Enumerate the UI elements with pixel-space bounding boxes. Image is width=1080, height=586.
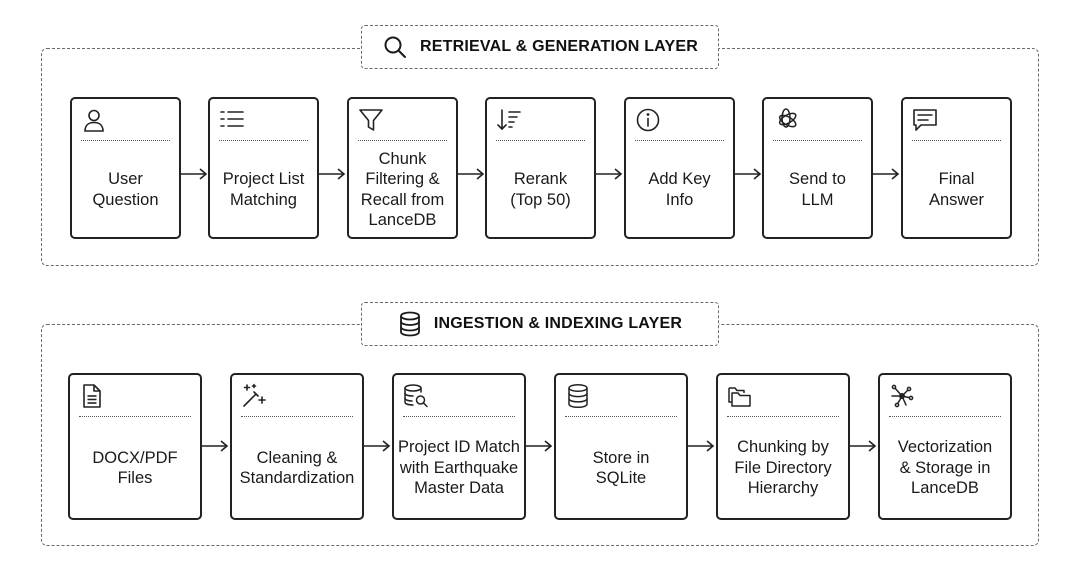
step-store-in-sqlite: Store in SQLite bbox=[554, 373, 688, 520]
step-separator bbox=[358, 140, 447, 141]
message-icon bbox=[912, 107, 938, 133]
step-docx-pdf-files: DOCX/PDF Files bbox=[68, 373, 202, 520]
flow-arrow bbox=[850, 440, 877, 452]
step-label: Chunk Filtering & Recall from LanceDB bbox=[360, 149, 445, 230]
ingestion-layer-title: INGESTION & INDEXING LAYER bbox=[433, 315, 683, 332]
step-separator bbox=[635, 140, 724, 141]
step-chunk-filtering-recall: Chunk Filtering & Recall from LanceDB bbox=[347, 97, 458, 239]
step-label: Chunking by File Directory Hierarchy bbox=[734, 438, 832, 498]
list-icon bbox=[219, 107, 245, 133]
step-cleaning-standardization: Cleaning & Standardization bbox=[230, 373, 364, 520]
step-separator bbox=[912, 140, 1001, 141]
flow-arrow bbox=[181, 168, 208, 180]
step-label: Vectorization & Storage in LanceDB bbox=[897, 438, 993, 498]
step-label: DOCX/PDF Files bbox=[92, 448, 178, 488]
step-separator bbox=[727, 416, 839, 417]
step-vectorization-storage: Vectorization & Storage in LanceDB bbox=[878, 373, 1012, 520]
step-separator bbox=[219, 140, 308, 141]
step-label: Final Answer bbox=[928, 170, 985, 209]
filter-icon bbox=[358, 107, 384, 133]
flow-arrow bbox=[364, 440, 391, 452]
step-chunking-by-directory: Chunking by File Directory Hierarchy bbox=[716, 373, 850, 520]
vector-network-icon bbox=[889, 383, 915, 409]
flow-arrow bbox=[873, 168, 900, 180]
step-label: Project ID Match with Earthquake Master … bbox=[398, 438, 520, 498]
step-separator bbox=[565, 416, 677, 417]
step-separator bbox=[241, 416, 353, 417]
openai-icon bbox=[773, 107, 799, 133]
step-project-id-match: Project ID Match with Earthquake Master … bbox=[392, 373, 526, 520]
database-search-icon bbox=[403, 383, 429, 409]
step-project-list-matching: Project List Matching bbox=[208, 97, 319, 239]
step-label: Send to LLM bbox=[789, 170, 846, 209]
step-separator bbox=[496, 140, 585, 141]
step-label: Store in SQLite bbox=[592, 448, 650, 488]
retrieval-layer-header: RETRIEVAL & GENERATION LAYER bbox=[361, 25, 719, 69]
flow-arrow bbox=[735, 168, 762, 180]
search-icon bbox=[382, 34, 408, 60]
ingestion-layer-header: INGESTION & INDEXING LAYER bbox=[361, 302, 719, 346]
step-final-answer: Final Answer bbox=[901, 97, 1012, 239]
user-icon bbox=[81, 107, 107, 133]
sort-descending-icon bbox=[496, 107, 522, 133]
folders-icon bbox=[727, 383, 753, 409]
step-rerank: Rerank (Top 50) bbox=[485, 97, 596, 239]
flow-arrow bbox=[596, 168, 623, 180]
flow-arrow bbox=[202, 440, 229, 452]
database-icon bbox=[398, 311, 422, 337]
step-separator bbox=[773, 140, 862, 141]
step-separator bbox=[81, 140, 170, 141]
flow-arrow bbox=[458, 168, 485, 180]
step-separator bbox=[403, 416, 515, 417]
step-separator bbox=[79, 416, 191, 417]
step-user-question: User Question bbox=[70, 97, 181, 239]
flow-arrow bbox=[526, 440, 553, 452]
magic-wand-icon bbox=[241, 383, 267, 409]
step-label: Cleaning & Standardization bbox=[239, 448, 355, 488]
retrieval-layer-title: RETRIEVAL & GENERATION LAYER bbox=[420, 38, 698, 55]
flow-arrow bbox=[688, 440, 715, 452]
database-icon bbox=[565, 383, 591, 409]
info-icon bbox=[635, 107, 661, 133]
step-label: User Question bbox=[92, 170, 159, 209]
step-send-to-llm: Send to LLM bbox=[762, 97, 873, 239]
ingestion-indexing-layer bbox=[41, 324, 1039, 546]
step-label: Add Key Info bbox=[648, 170, 711, 209]
step-label: Rerank (Top 50) bbox=[510, 170, 571, 209]
step-add-key-info: Add Key Info bbox=[624, 97, 735, 239]
step-separator bbox=[889, 416, 1001, 417]
flow-arrow bbox=[319, 168, 346, 180]
step-label: Project List Matching bbox=[222, 170, 305, 209]
document-icon bbox=[79, 383, 105, 409]
